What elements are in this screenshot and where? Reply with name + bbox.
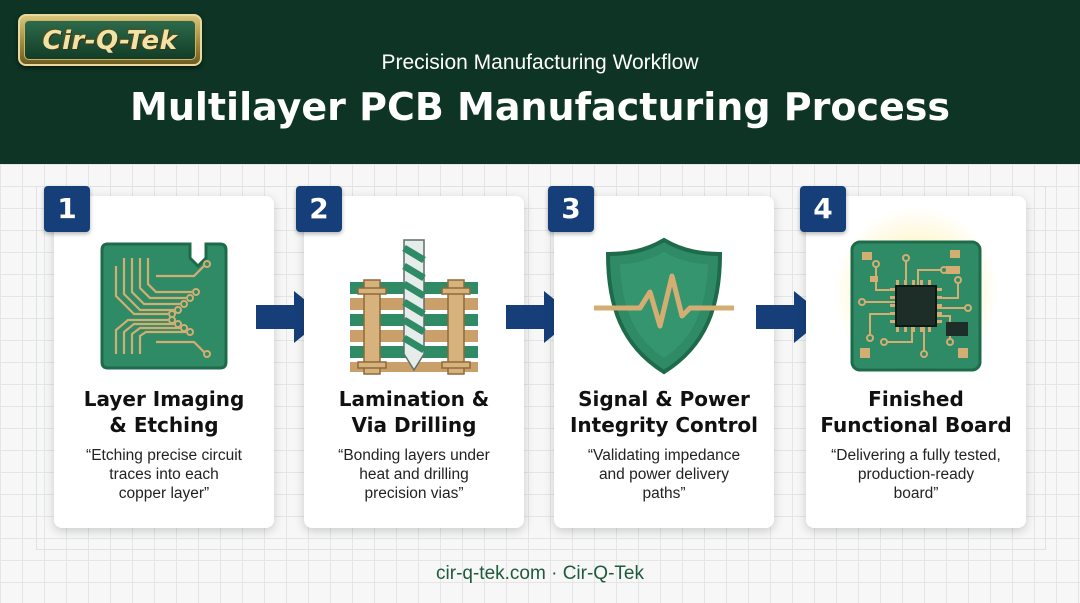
step-title: Layer Imaging & Etching: [83, 387, 245, 437]
content-frame: [36, 186, 1046, 550]
step-description: “Delivering a fully tested, production-r…: [831, 447, 1001, 502]
logo-plate: Cir-Q-Tek: [24, 20, 196, 60]
step-card-3: Signal & Power Integrity Control “Valida…: [554, 196, 774, 528]
logo-text: Cir-Q-Tek: [42, 26, 178, 56]
step-number-badge: 2: [296, 186, 342, 232]
logo[interactable]: Cir-Q-Tek: [18, 14, 202, 66]
step-description: “Bonding layers under heat and drilling …: [338, 447, 490, 502]
step-number-badge: 4: [800, 186, 846, 232]
step-card-4: Finished Functional Board “Delivering a …: [806, 196, 1026, 528]
footer-link[interactable]: cir-q-tek.com · Cir-Q-Tek: [436, 563, 644, 584]
step-title: Signal & Power Integrity Control: [569, 387, 759, 437]
page-title: Multilayer PCB Manufacturing Process: [130, 85, 950, 129]
drill-layers-icon: [350, 239, 478, 375]
step-card-1: Layer Imaging & Etching “Etching precise…: [54, 196, 274, 528]
page-subtitle: Precision Manufacturing Workflow: [381, 51, 699, 74]
pcb-etching-icon: [100, 242, 228, 370]
header-banner: Cir-Q-Tek Precision Manufacturing Workfl…: [0, 0, 1080, 164]
step-title: Lamination & Via Drilling: [338, 387, 490, 437]
step-number-badge: 3: [548, 186, 594, 232]
step-number-badge: 1: [44, 186, 90, 232]
shield-pulse-icon: [594, 237, 734, 375]
step-title: Finished Functional Board: [820, 387, 1012, 437]
step-description: “Etching precise circuit traces into eac…: [86, 447, 242, 502]
step-description: “Validating impedance and power delivery…: [587, 447, 741, 502]
step-card-2: Lamination & Via Drilling “Bonding layer…: [304, 196, 524, 528]
finished-board-icon: [850, 240, 982, 372]
